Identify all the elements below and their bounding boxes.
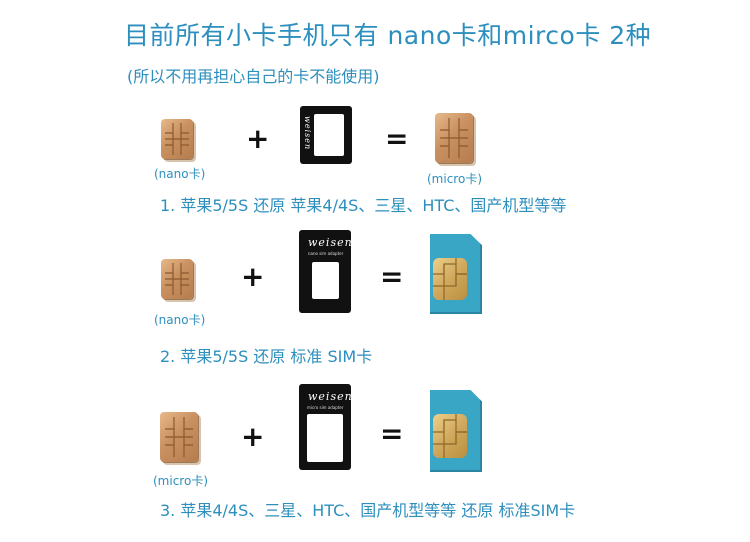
nano-sim-label: (nano卡): [154, 311, 205, 328]
page-subtitle: (所以不用再担心自己的卡不能使用): [127, 63, 380, 87]
standard-sim-card: [430, 234, 482, 314]
adapter-slot: [312, 262, 339, 299]
micro-sim-chip: [160, 412, 198, 462]
nano-sim-label: (nano卡): [154, 165, 205, 182]
adapter-brand-label: weisen: [303, 116, 312, 150]
row-3-caption: 3. 苹果4/4S、三星、HTC、国产机型等等 还原 标准SIM卡: [160, 497, 575, 521]
micro-sim-label: (micro卡): [427, 170, 482, 187]
nano-sim-chip: [161, 119, 193, 159]
adapter-slot: [314, 114, 344, 156]
adapter-slot: [307, 414, 343, 462]
row-2-caption: 2. 苹果5/5S 还原 标准 SIM卡: [160, 343, 372, 367]
plus-sign: +: [241, 263, 264, 291]
plus-sign: +: [246, 125, 269, 153]
row-1-caption: 1. 苹果5/5S 还原 苹果4/4S、三星、HTC、国产机型等等: [160, 192, 566, 216]
adapter-fine-print: micro sim adapter: [307, 405, 344, 410]
nano-to-standard-adapter: weisen nano sim adapter: [299, 230, 351, 313]
nano-to-micro-adapter: weisen: [300, 106, 352, 164]
micro-sim-label: (micro卡): [153, 472, 208, 489]
page-title: 目前所有小卡手机只有 nano卡和mirco卡 2种: [124, 16, 744, 52]
nano-sim-chip: [161, 259, 193, 299]
adapter-brand-label: weisen: [308, 236, 353, 249]
plus-sign: +: [241, 423, 264, 451]
equals-sign: =: [380, 420, 403, 448]
micro-sim-chip: [435, 113, 473, 163]
adapter-fine-print: nano sim adapter: [308, 251, 343, 256]
adapter-brand-label: weisen: [308, 390, 353, 403]
standard-sim-card: [430, 390, 482, 472]
equals-sign: =: [385, 125, 408, 153]
micro-to-standard-adapter: weisen micro sim adapter: [299, 384, 351, 470]
equals-sign: =: [380, 263, 403, 291]
